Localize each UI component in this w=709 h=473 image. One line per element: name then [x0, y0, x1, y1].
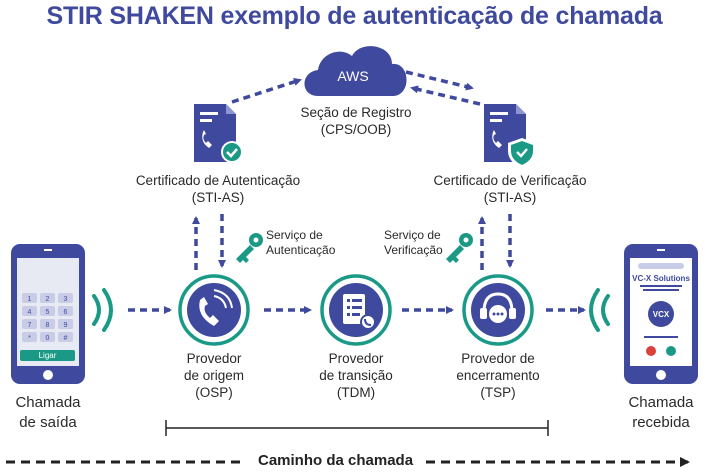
dialer-key [22, 293, 37, 303]
call-path-bracket [165, 420, 549, 436]
tdm-node-icon [320, 274, 392, 346]
tsp-label: Provedor de encerramento (TSP) [448, 350, 548, 401]
dialer-key-label: 7 [28, 322, 32, 329]
signal-waves-icon [589, 288, 610, 332]
verif-service-line2: Verificação [384, 243, 443, 257]
dialer-key [22, 319, 37, 329]
dialer-key-label: 3 [64, 296, 68, 303]
verif-cert-line2: (STI-AS) [483, 190, 537, 205]
received-call-label: Chamada recebida [613, 393, 709, 433]
auth-cert-label: Certificado de Autenticação (STI-AS) [118, 172, 318, 206]
received-line2: recebida [632, 414, 690, 431]
key-icon [446, 233, 473, 263]
tsp-node-icon [462, 274, 534, 346]
page-title: STIR SHAKEN exemplo de autenticação de c… [46, 2, 663, 30]
dialer-key [40, 306, 55, 316]
dialer-key [58, 306, 73, 316]
dialer-key-label: 8 [46, 322, 50, 329]
dialer-key [40, 293, 55, 303]
dialer-call-button [20, 350, 75, 361]
dialer-key [58, 319, 73, 329]
osp-label: Provedor de origem (OSP) [164, 350, 264, 401]
tsp-line2: encerramento [456, 368, 540, 383]
tdm-label: Provedor de transição (TDM) [306, 350, 406, 401]
verif-service-line1: Serviço de [384, 228, 441, 242]
auth-service-label: Serviço de Autenticação [266, 228, 335, 258]
shield-check-icon [508, 138, 536, 168]
dialer-key-label: 5 [46, 309, 50, 316]
arrow-cloud-to-verif-cert [405, 70, 481, 106]
tdm-line2: de transição [319, 368, 393, 383]
dialer-key [58, 293, 73, 303]
check-badge-icon [221, 141, 243, 163]
outgoing-line1: Chamada [15, 394, 81, 411]
outgoing-call-label: Chamada de saída [0, 393, 96, 433]
aws-cloud-icon [304, 46, 407, 96]
signal-waves-icon [92, 288, 113, 332]
auth-cert-line2: (STI-AS) [191, 190, 245, 205]
arrow-auth-cert-to-cloud [231, 78, 302, 104]
registry-caption-line2: (CPS/OOB) [320, 122, 392, 137]
dialer-key-label: 9 [64, 322, 68, 329]
dialer-key-label: 1 [28, 296, 32, 303]
received-line1: Chamada [628, 394, 694, 411]
dialer-key [40, 332, 55, 342]
auth-cert-line1: Certificado de Autenticação [135, 173, 301, 188]
verif-service-label: Serviço de Verificação [384, 228, 443, 258]
tdm-line3: (TDM) [336, 385, 376, 400]
osp-line3: (OSP) [195, 385, 233, 400]
dialer-key [22, 332, 37, 342]
company-logo: VCX [653, 310, 670, 319]
auth-service-line1: Serviço de [266, 228, 323, 242]
dialer-key-label: # [64, 335, 68, 342]
verif-cert-label: Certificado de Verificação (STI-AS) [410, 172, 610, 206]
dialer-key-label: 2 [46, 296, 50, 303]
tsp-line1: Provedor de [461, 351, 535, 366]
registry-section-caption: Seção de Registro (CPS/OOB) [286, 104, 426, 138]
registry-caption-line1: Seção de Registro [300, 105, 412, 120]
tsp-line3: (TSP) [480, 385, 516, 400]
dialer-key [40, 319, 55, 329]
osp-node-icon [178, 274, 250, 346]
osp-line1: Provedor [186, 351, 242, 366]
dialer-keypad: 1 2 3 4 5 6 7 8 9 * 0 # [22, 293, 73, 342]
dialer-key [58, 332, 73, 342]
verif-cert-line1: Certificado de Verificação [433, 173, 587, 188]
cloud-label: AWS [337, 68, 369, 84]
key-icon [236, 233, 263, 263]
receiving-phone-icon [624, 244, 698, 384]
dialer-key-label: 4 [28, 309, 32, 316]
auth-service-line2: Autenticação [266, 243, 336, 257]
dialer-key [22, 306, 37, 316]
dialer-key-label: 0 [46, 335, 50, 342]
dialer-key-label: 6 [64, 309, 68, 316]
call-path-label: Caminho da chamada [246, 452, 426, 469]
dialer-key-label: * [28, 335, 31, 342]
dialer-call-label: Ligar [38, 351, 57, 360]
tdm-line1: Provedor [328, 351, 384, 366]
osp-line2: de origem [183, 368, 245, 383]
outgoing-line2: de saída [19, 414, 77, 431]
company-name: VC-X Solutions [632, 274, 690, 283]
